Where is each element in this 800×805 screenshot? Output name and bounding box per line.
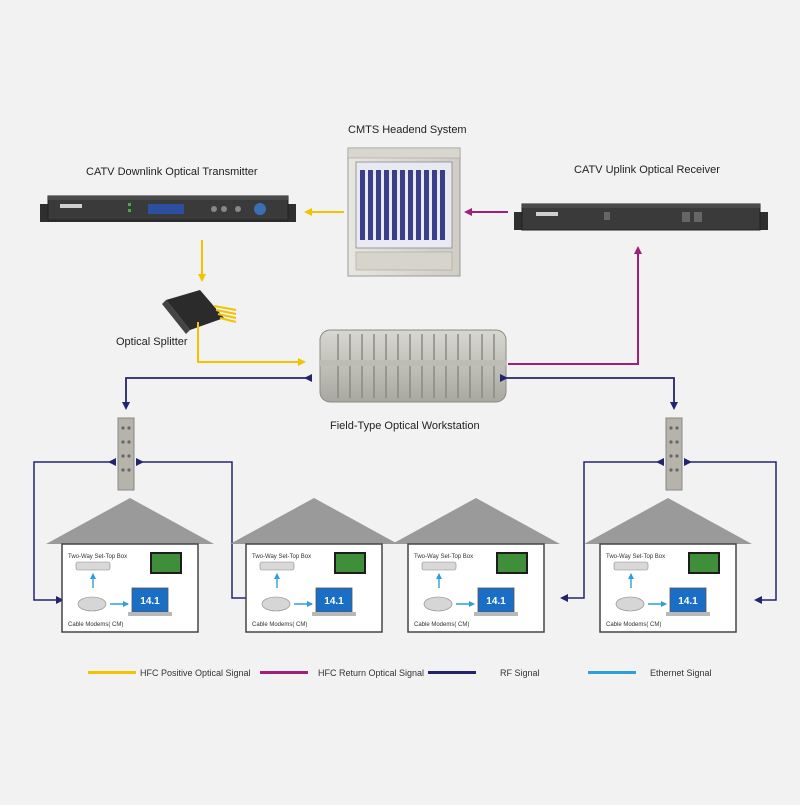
- tv-icon: [334, 552, 366, 574]
- stb-label: Two-Way Set-Top Box: [68, 554, 127, 560]
- legend-label: HFC Return Optical Signal: [318, 668, 425, 678]
- cm-label: Cable Modems( CM): [252, 622, 307, 628]
- legend-swatch: [260, 671, 308, 674]
- laptop-screen-text: 14.1: [678, 596, 698, 607]
- rf-tap-left: [117, 417, 135, 491]
- receiver-label: CATV Uplink Optical Receiver: [574, 164, 720, 176]
- return-link-ws-rx: [508, 246, 642, 365]
- legend-swatch: [88, 671, 136, 674]
- set-top-box-icon: [613, 561, 649, 571]
- tv-icon: [688, 552, 720, 574]
- rf-link-ws-tap-left: [122, 374, 312, 410]
- set-top-box-icon: [421, 561, 457, 571]
- cm-label: Cable Modems( CM): [414, 622, 469, 628]
- legend-label: Ethernet Signal: [650, 668, 712, 678]
- cmts-rack: [347, 147, 461, 277]
- optical-splitter-device: [162, 290, 237, 334]
- laptop-screen-text: 14.1: [486, 596, 506, 607]
- cable-modem-icon: [615, 596, 645, 612]
- set-top-box-icon: [259, 561, 295, 571]
- optical-workstation-device: [319, 329, 507, 403]
- legend-label: HFC Positive Optical Signal: [140, 668, 251, 678]
- cable-modem-icon: [77, 596, 107, 612]
- rf-link-ws-tap-right: [500, 374, 678, 410]
- workstation-label: Field-Type Optical Workstation: [330, 420, 480, 432]
- connection-lines: [33, 208, 777, 604]
- positive-link-splitter-ws: [197, 322, 306, 366]
- stb-label: Two-Way Set-Top Box: [414, 554, 473, 560]
- splitter-label: Optical Splitter: [116, 336, 188, 348]
- laptop-icon: 14.1: [666, 587, 710, 616]
- tv-icon: [150, 552, 182, 574]
- cm-label: Cable Modems( CM): [606, 622, 661, 628]
- uplink-receiver: [514, 203, 768, 231]
- cmts-label: CMTS Headend System: [348, 124, 467, 136]
- cable-modem-icon: [261, 596, 291, 612]
- rf-link-tap-house3: [560, 458, 664, 602]
- set-top-box-icon: [75, 561, 111, 571]
- rf-link-tap-house1: [33, 458, 116, 604]
- downlink-transmitter: [40, 195, 296, 222]
- legend-label: RF Signal: [500, 668, 540, 678]
- laptop-icon: 14.1: [312, 587, 356, 616]
- tv-icon: [496, 552, 528, 574]
- stb-label: Two-Way Set-Top Box: [252, 554, 311, 560]
- laptop-screen-text: 14.1: [324, 596, 344, 607]
- legend-swatch: [428, 671, 476, 674]
- rf-link-tap-house2: [136, 458, 254, 602]
- cm-label: Cable Modems( CM): [68, 622, 123, 628]
- rf-link-tap-house4: [684, 458, 777, 604]
- stb-label: Two-Way Set-Top Box: [606, 554, 665, 560]
- laptop-icon: 14.1: [474, 587, 518, 616]
- rf-tap-right: [665, 417, 683, 491]
- legend-swatch: [588, 671, 636, 674]
- laptop-screen-text: 14.1: [140, 596, 160, 607]
- laptop-icon: 14.1: [128, 587, 172, 616]
- cable-modem-icon: [423, 596, 453, 612]
- transmitter-label: CATV Downlink Optical Transmitter: [86, 166, 258, 178]
